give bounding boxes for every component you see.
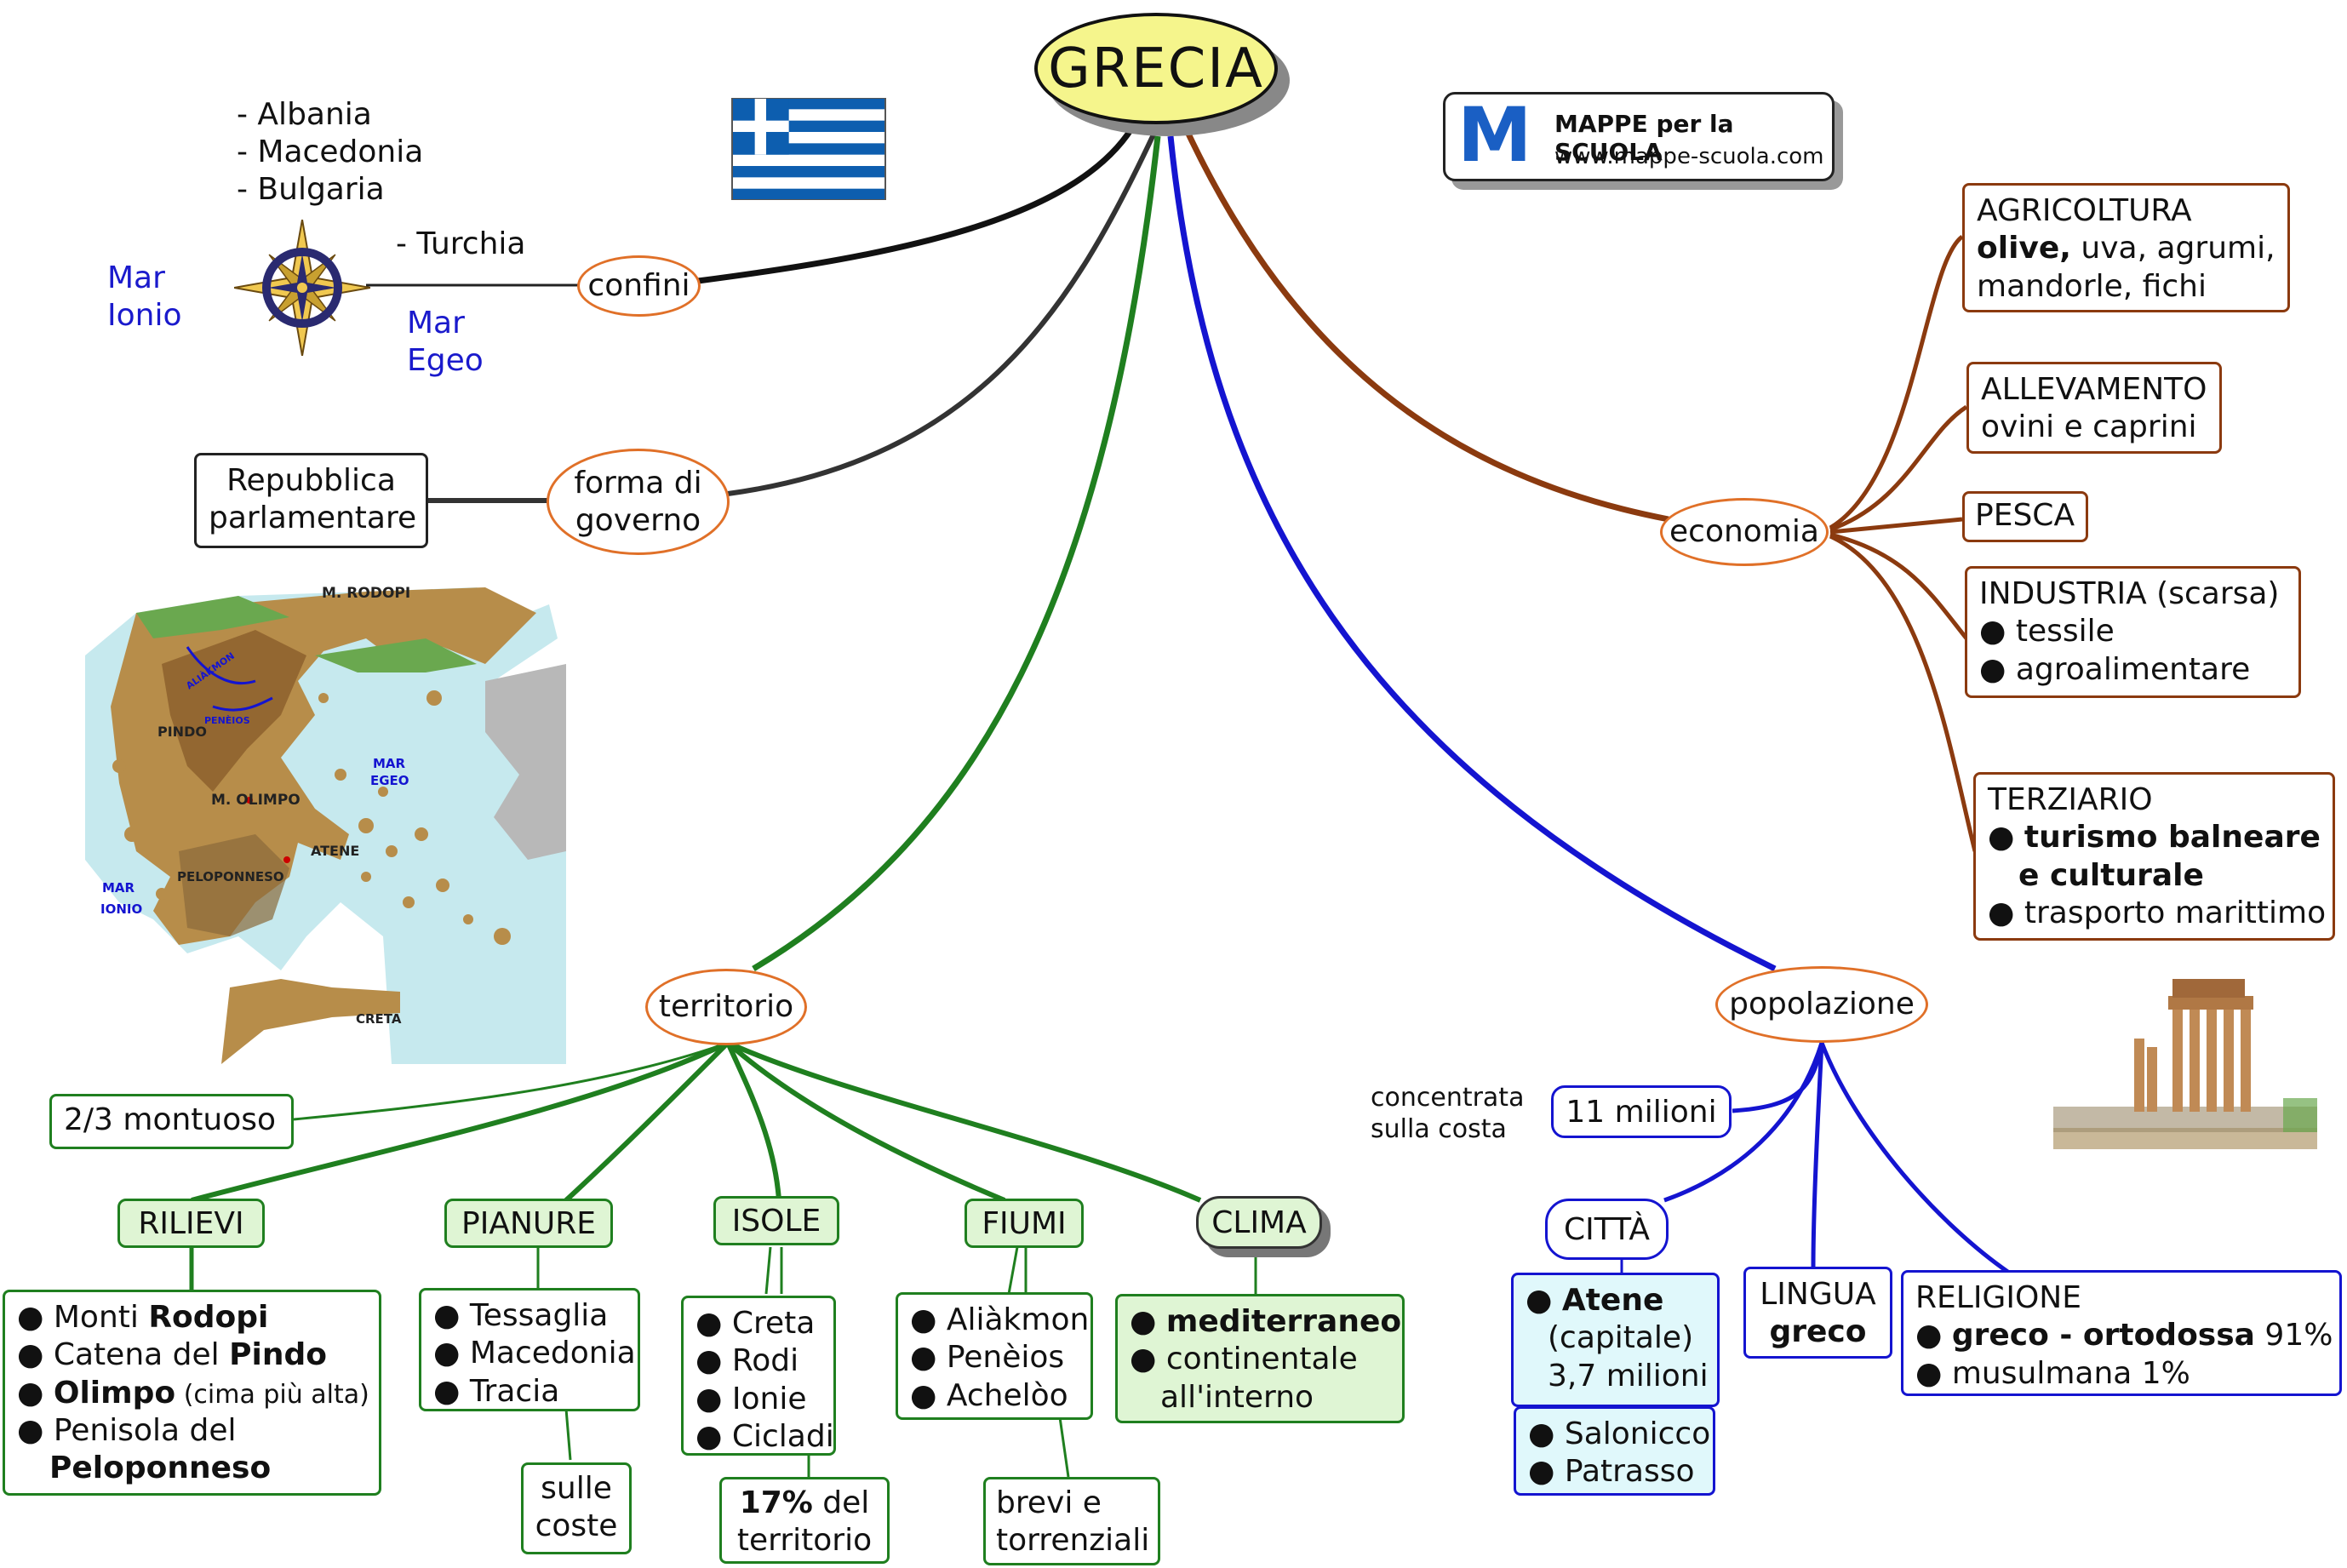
clima-label[interactable]: CLIMA: [1196, 1196, 1331, 1257]
isole-box: ● Creta ● Rodi ● Ionie ● Cicladi: [681, 1296, 836, 1456]
rilievi-label[interactable]: RILIEVI: [117, 1199, 265, 1248]
religione-box: RELIGIONE ● greco - ortodossa 91% ● musu…: [1901, 1270, 2342, 1396]
country-albania: - Albania: [237, 97, 372, 132]
isole-label[interactable]: ISOLE: [713, 1196, 839, 1245]
confini-countries: - Albania - Macedonia - Bulgaria: [237, 96, 423, 209]
logo-brand: MAPPE per la SCUOLA: [1554, 110, 1734, 166]
map-label-mar-ionio-1: MAR: [102, 880, 135, 896]
montuoso-box: 2/3 montuoso: [49, 1094, 294, 1149]
popolazione-node[interactable]: popolazione: [1715, 966, 1928, 1043]
pianure-label[interactable]: PIANURE: [444, 1199, 613, 1248]
fiumi-box: ● Aliàkmon ● Penèios ● Achelòo: [896, 1292, 1093, 1420]
pianure-note: sulle coste: [521, 1462, 632, 1554]
confini-turchia: - Turchia: [396, 226, 526, 261]
country-bulgaria: - Bulgaria: [237, 171, 385, 207]
terziario-box: TERZIARIO ● turismo balneare e culturale…: [1973, 772, 2335, 941]
allevamento-box: ALLEVAMENTO ovini e caprini: [1966, 362, 2222, 454]
map-label-rodopi: M. RODOPI: [322, 585, 410, 602]
map-label-olimpo: M. OLIMPO: [211, 792, 301, 809]
map-label-creta: CRETA: [356, 1011, 402, 1027]
link-territorio: [752, 135, 1161, 972]
clima-box: ● mediterraneo ● continentale all'intern…: [1115, 1294, 1405, 1423]
title-text: GRECIA: [1048, 37, 1264, 100]
logo-url: www.mappe-scuola.com: [1554, 144, 1824, 169]
industria-box: INDUSTRIA (scarsa) ● tessile ● agroalime…: [1965, 566, 2301, 698]
citta-capital-box: ● Atene (capitale) 3,7 milioni: [1511, 1273, 1720, 1407]
sea-east-label: Mar Egeo: [407, 306, 484, 378]
map-label-pindo: PINDO: [157, 724, 207, 740]
economia-node[interactable]: economia: [1660, 498, 1829, 566]
agricoltura-box: AGRICOLTURA olive, uva, agrumi, mandorle…: [1962, 183, 2290, 312]
temple-photo: [2053, 979, 2317, 1149]
country-macedonia: - Macedonia: [237, 134, 424, 169]
title-node[interactable]: GRECIA: [1034, 13, 1290, 136]
map-label-peneios: PENÈIOS: [204, 715, 250, 726]
sea-west-label: Mar Ionio: [107, 260, 182, 333]
pianure-box: ● Tessaglia ● Macedonia ● Tracia: [419, 1288, 640, 1411]
compass-rose-icon: [234, 220, 370, 356]
map-label-atene: ATENE: [311, 843, 359, 859]
logo[interactable]: M MAPPE per la SCUOLA www.mappe-scuola.c…: [1443, 92, 1843, 190]
map-label-peloponneso: PELOPONNESO: [177, 869, 284, 884]
fiumi-note: brevi e torrenziali: [983, 1477, 1160, 1565]
abitanti-box: 11 milioni: [1551, 1085, 1732, 1138]
link-governo: [727, 133, 1156, 496]
citta-label[interactable]: CITTÀ: [1545, 1199, 1669, 1260]
isole-note: 17% del territorio: [719, 1477, 890, 1564]
governo-node[interactable]: forma di governo: [547, 449, 730, 555]
territorio-node[interactable]: territorio: [645, 969, 807, 1045]
link-economia: [1184, 130, 1669, 523]
citta-others-box: ● Salonicco ● Patrasso: [1514, 1406, 1715, 1496]
map-label-mar-ionio-2: IONIO: [100, 901, 142, 917]
fiumi-label[interactable]: FIUMI: [965, 1199, 1084, 1248]
map-label-mar-egeo-1: MAR: [373, 756, 406, 771]
repubblica-box: Repubblica parlamentare: [194, 453, 428, 548]
rilievi-box: ● Monti Rodopi ● Catena del Pindo ● Olim…: [3, 1290, 381, 1496]
logo-mark-icon: M: [1457, 91, 1532, 179]
greece-map: M. RODOPI ALIÀKMON PENÈIOS PINDO M. OLIM…: [85, 585, 566, 1064]
lingua-box: LINGUA greco: [1743, 1267, 1892, 1359]
link-popolazione: [1167, 135, 1777, 972]
pesca-box: PESCA: [1962, 491, 2088, 542]
greek-flag: [731, 98, 886, 200]
link-confini: [697, 126, 1135, 284]
map-label-mar-egeo-2: EGEO: [370, 773, 409, 788]
popolazione-note: concentrata sulla costa: [1371, 1083, 1525, 1144]
confini-node[interactable]: confini: [577, 255, 701, 317]
